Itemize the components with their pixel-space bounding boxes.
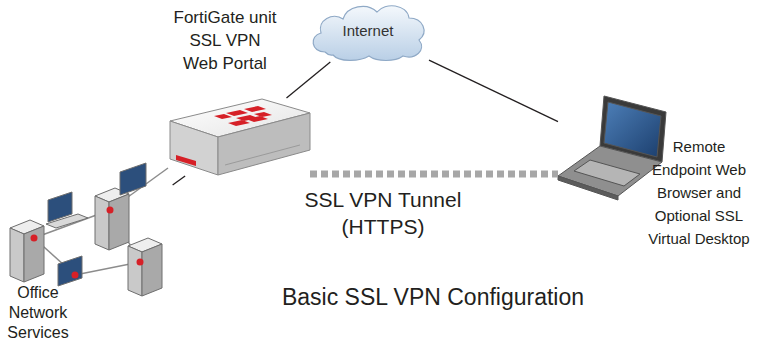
- node-label: Internet: [307, 0, 429, 62]
- diagram-caption: Basic SSL VPN Configuration: [263, 283, 603, 311]
- network-link: [173, 176, 186, 185]
- fortigate-device: [170, 99, 310, 175]
- node-label: Remote Endpoint Web Browser and Optional…: [645, 135, 753, 250]
- cloud-node: Internet: [307, 0, 429, 62]
- laptop: [558, 96, 666, 200]
- network-link: [287, 62, 331, 98]
- device-node: Office Network Services: [0, 185, 200, 290]
- vpn-tunnel: [310, 171, 558, 178]
- network-dots: [31, 207, 144, 279]
- office-computers: [10, 163, 162, 296]
- node-label: FortiGate unit SSL VPN Web Portal: [170, 6, 280, 75]
- device-node: Remote Endpoint Web Browser and Optional…: [558, 95, 666, 200]
- node-label: Office Network Services: [2, 283, 74, 343]
- network-link: [429, 60, 558, 122]
- edge-label: SSL VPN Tunnel (HTTPS): [297, 186, 469, 240]
- device-node: FortiGate unit SSL VPN Web Portal: [168, 98, 310, 176]
